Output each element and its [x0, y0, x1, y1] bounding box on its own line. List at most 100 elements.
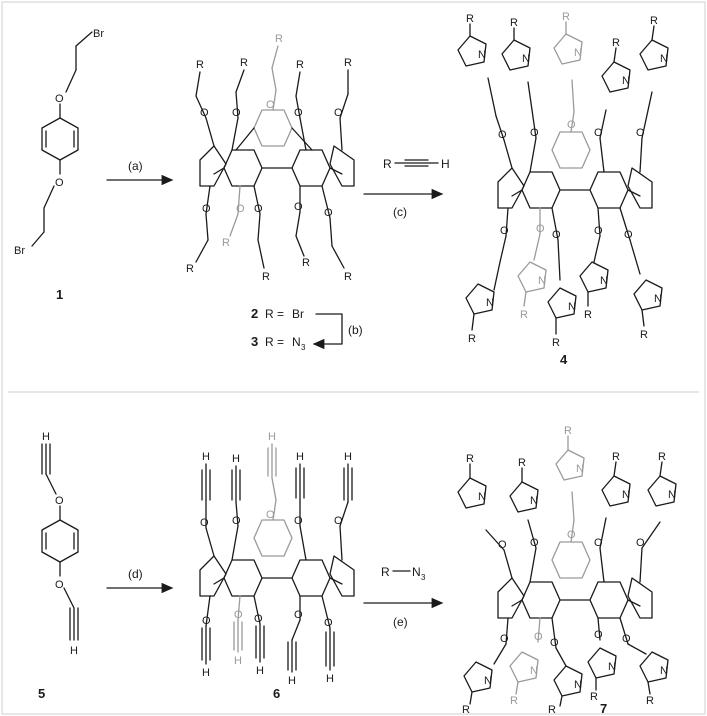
atom-o: O — [266, 509, 275, 521]
reagent-azide-r: R — [381, 565, 390, 579]
atom-r: R — [296, 59, 304, 71]
atom-r: R — [302, 257, 310, 269]
atom-h: H — [232, 453, 240, 465]
step-label-a: (a) — [128, 159, 143, 173]
atom-o: O — [232, 515, 241, 527]
atom-o: O — [594, 629, 603, 641]
compound-3-definition-subscript: 3 — [301, 343, 306, 352]
atom-r: R — [510, 695, 518, 707]
atom-r: R — [640, 329, 648, 341]
atom-r: R — [468, 333, 476, 345]
compound-4-label: 4 — [560, 352, 568, 367]
atom-r: R — [466, 13, 474, 25]
atom-n: N — [660, 665, 668, 677]
atom-o: O — [55, 495, 64, 507]
atom-n: N — [478, 491, 486, 503]
atom-o: O — [334, 107, 343, 119]
atom-o: O — [500, 633, 509, 645]
atom-o: O — [55, 579, 64, 591]
atom-o: O — [324, 617, 333, 629]
atom-o: O — [55, 93, 64, 105]
atom-o: O — [624, 229, 633, 241]
atom-n: N — [622, 489, 630, 501]
atom-r: R — [646, 695, 654, 707]
atom-r: R — [650, 15, 658, 27]
atom-r: R — [548, 704, 556, 716]
atom-r: R — [658, 451, 666, 463]
atom-o: O — [567, 119, 576, 131]
atom-r: R — [344, 57, 352, 69]
atom-n: N — [668, 489, 676, 501]
compound-6-label: 6 — [273, 686, 280, 701]
atom-o: O — [552, 229, 561, 241]
atom-h: H — [288, 675, 296, 687]
atom-r: R — [520, 309, 528, 321]
atom-o: O — [500, 225, 509, 237]
atom-o: O — [202, 615, 211, 627]
atom-h: H — [70, 645, 78, 657]
atom-r: R — [612, 37, 620, 49]
atom-r: R — [552, 337, 560, 349]
atom-h: H — [326, 673, 334, 685]
atom-o: O — [594, 225, 603, 237]
atom-o: O — [200, 517, 209, 529]
atom-o: O — [254, 613, 263, 625]
atom-n: N — [608, 661, 616, 673]
atom-n: N — [486, 297, 494, 309]
reaction-arrow-b — [312, 313, 343, 350]
atom-n: N — [574, 47, 582, 59]
atom-o: O — [636, 127, 645, 139]
atom-r: R — [222, 237, 230, 249]
atom-r: R — [240, 57, 248, 69]
atom-r: R — [344, 271, 352, 283]
atom-n: N — [568, 301, 576, 313]
atom-br: Br — [93, 28, 104, 40]
atom-o: O — [294, 201, 303, 213]
compound-1-structure: O O Br Br — [14, 28, 104, 257]
compound-2-definition-br: Br — [292, 307, 304, 321]
atom-o: O — [534, 631, 543, 643]
compound-3-label: 3 — [251, 334, 258, 349]
atom-r: R — [186, 263, 194, 275]
atom-o: O — [294, 609, 303, 621]
atom-r: R — [275, 33, 283, 45]
atom-n: N — [484, 675, 492, 687]
compound-4-structure: O O O O O O O O O O N N N N N N N N N N … — [457, 11, 669, 349]
compound-2-structure: O O O O O O O O O O R R R R R R R R R R — [186, 33, 355, 283]
atom-o: O — [232, 107, 241, 119]
atom-n: N — [522, 53, 530, 65]
atom-h: H — [268, 431, 276, 443]
compound-2-label: 2 — [251, 306, 258, 321]
atom-o: O — [234, 609, 243, 621]
step-label-d: (d) — [128, 567, 143, 581]
atom-h: H — [256, 665, 264, 677]
atom-r: R — [584, 309, 592, 321]
atom-r: R — [562, 11, 570, 23]
atom-r: R — [612, 451, 620, 463]
compound-7-label: 7 — [600, 701, 607, 716]
step-label-b: (b) — [348, 323, 363, 337]
atom-o: O — [594, 537, 603, 549]
atom-n: N — [478, 49, 486, 61]
atom-r: R — [518, 457, 526, 469]
atom-n: N — [530, 665, 538, 677]
atom-h: H — [202, 667, 210, 679]
atom-r: R — [262, 271, 270, 283]
atom-h: H — [344, 451, 352, 463]
atom-o: O — [202, 203, 211, 215]
atom-o: O — [530, 537, 539, 549]
atom-o: O — [266, 99, 275, 111]
atom-r: R — [510, 17, 518, 29]
atom-n: N — [660, 53, 668, 65]
atom-n: N — [576, 463, 584, 475]
atom-o: O — [324, 207, 333, 219]
reagent-alkyne-h: H — [441, 157, 450, 171]
reagent-azide-subscript: 3 — [421, 573, 426, 582]
atom-r: R — [590, 691, 598, 703]
compound-5-label: 5 — [38, 686, 45, 701]
atom-n: N — [622, 75, 630, 87]
atom-h: H — [296, 451, 304, 463]
atom-n: N — [600, 275, 608, 287]
atom-o: O — [294, 515, 303, 527]
